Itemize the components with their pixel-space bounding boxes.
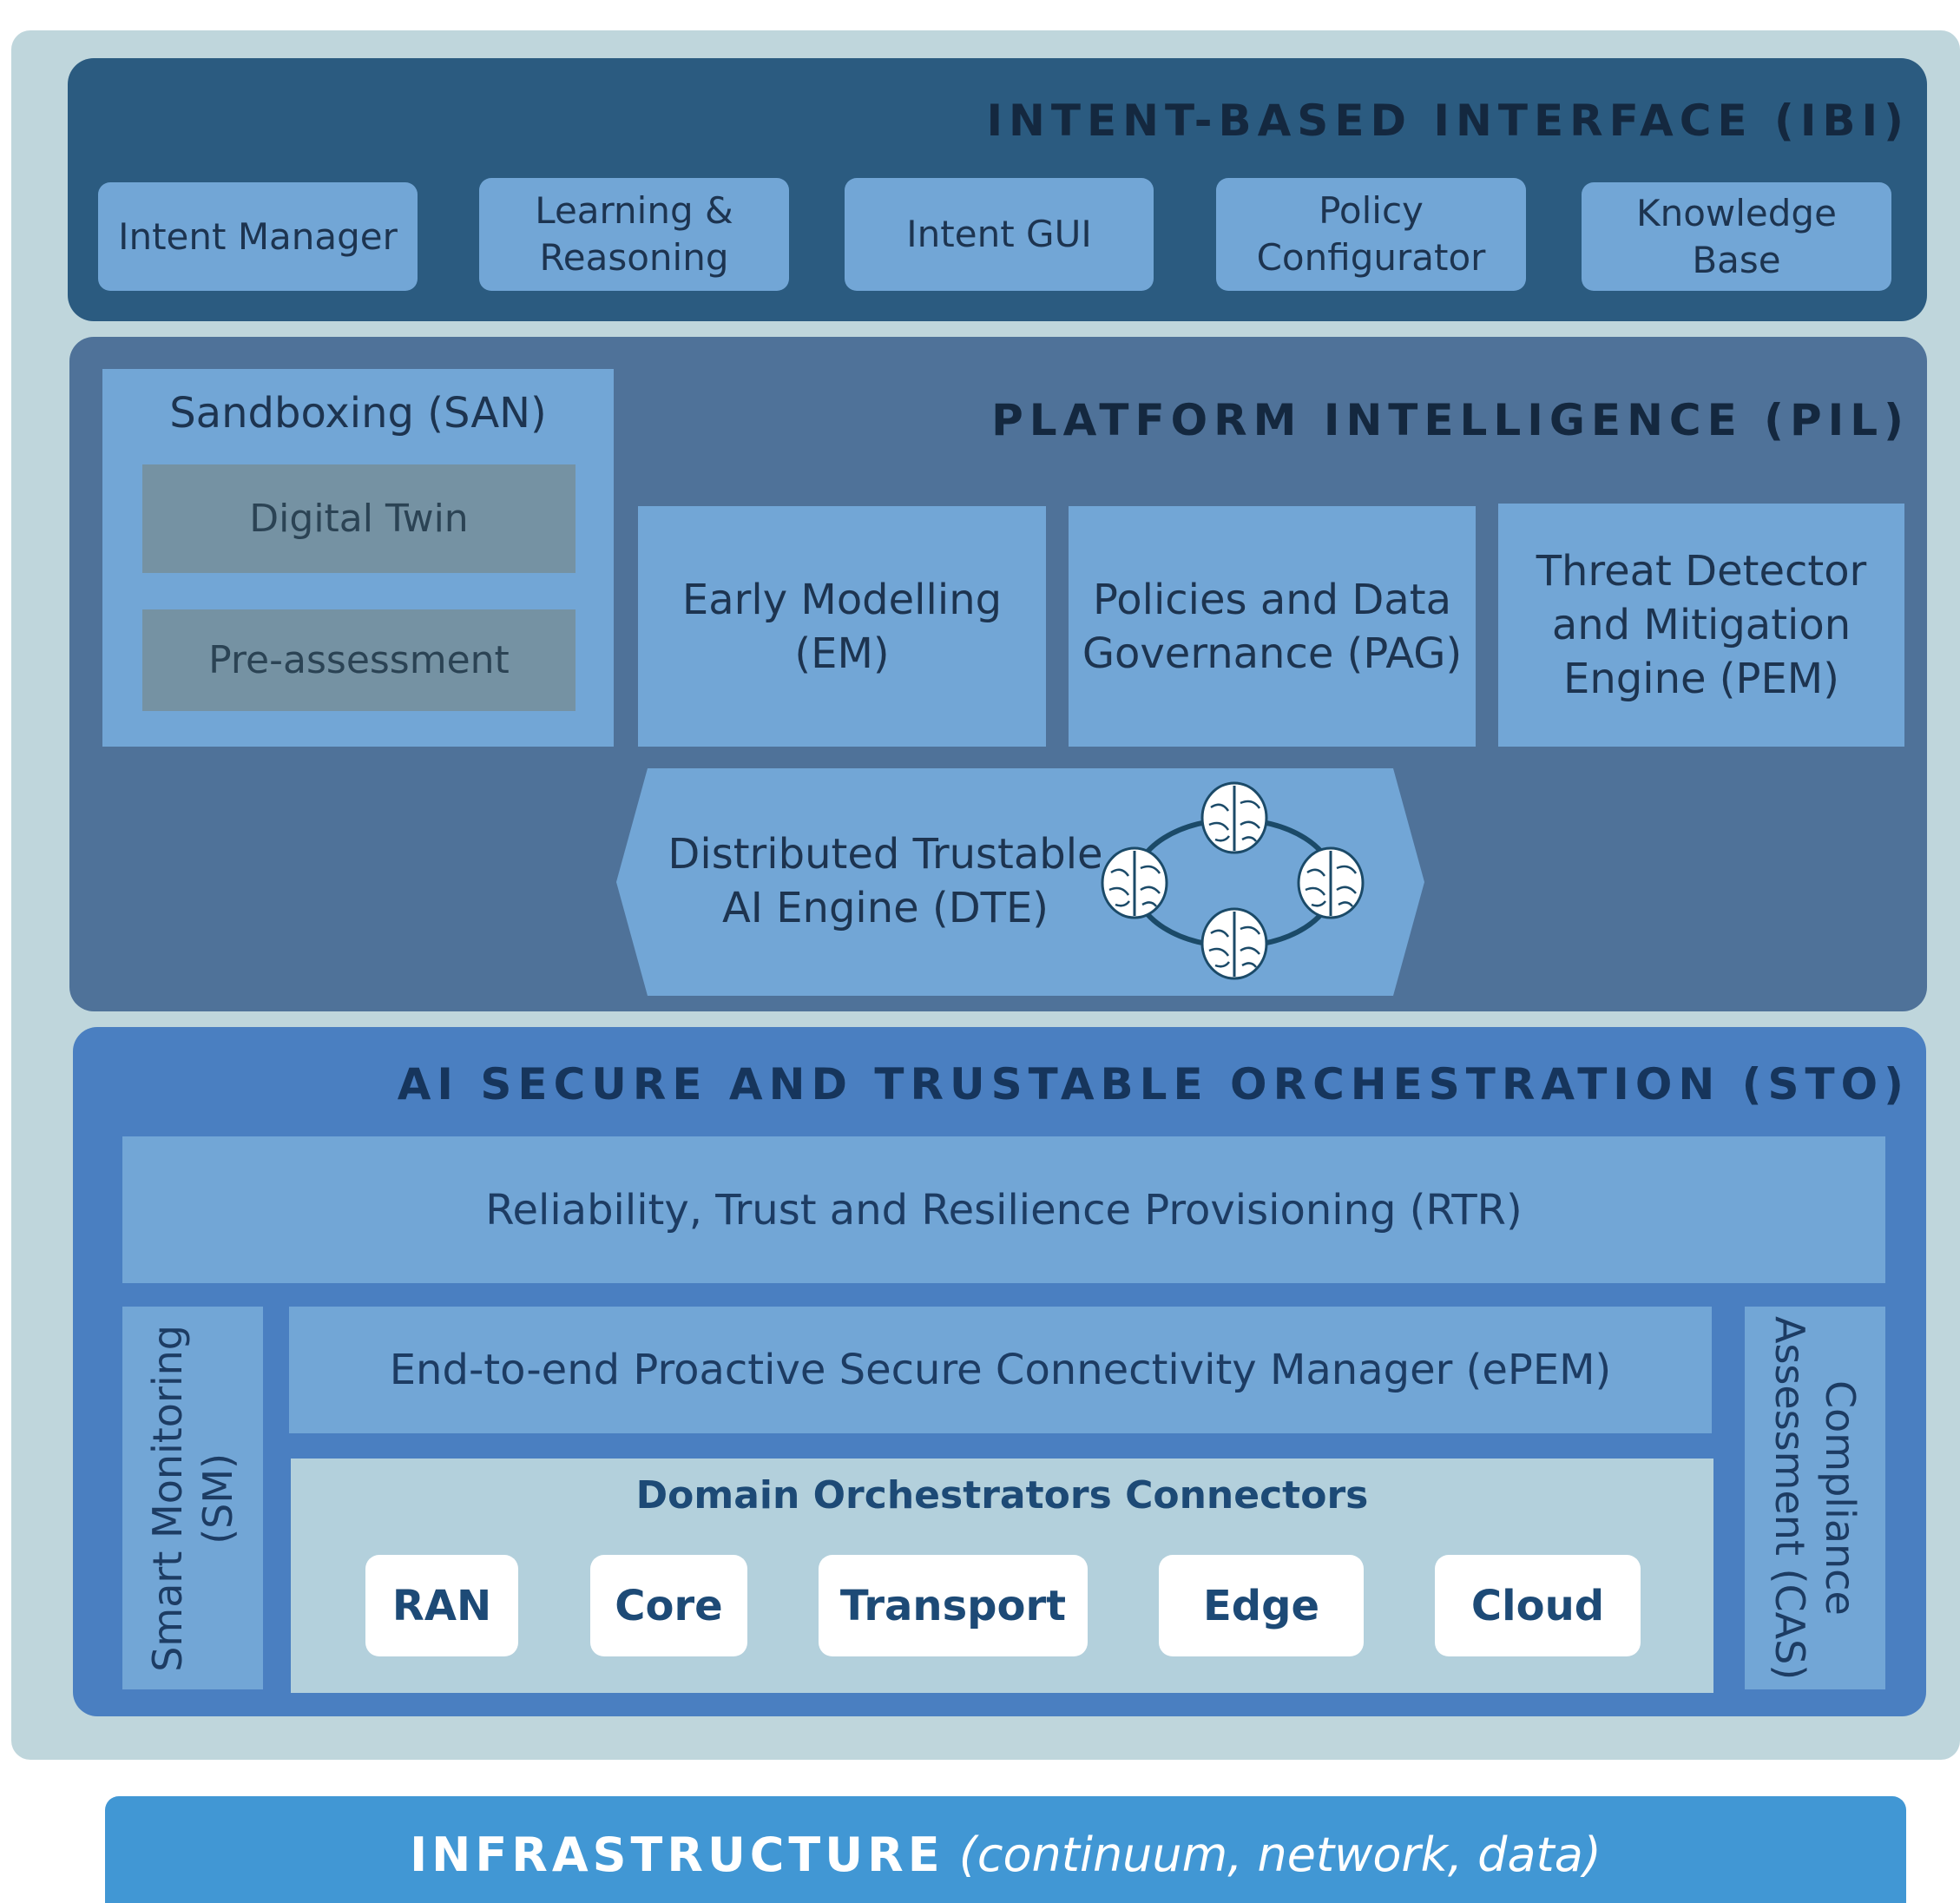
connector-edge: Edge [1159, 1555, 1364, 1656]
policy-configurator-label: Policy Configurator [1256, 189, 1486, 279]
digital-twin-box: Digital Twin [142, 464, 576, 573]
brain-icon [1200, 907, 1268, 980]
policies-data-governance-box: Policies and Data Governance (PAG) [1069, 506, 1476, 747]
pil-title: PLATFORM INTELLIGENCE (PIL) [991, 395, 1910, 445]
connector-ran: RAN [365, 1555, 518, 1656]
epem-label: End-to-end Proactive Secure Connectivity… [389, 1346, 1612, 1394]
connector-core: Core [590, 1555, 747, 1656]
brain-icon [1200, 781, 1268, 854]
infrastructure-sublabel: (continuum, network, data) [958, 1827, 1602, 1882]
connector-core-label: Core [615, 1581, 723, 1630]
intent-gui-label: Intent GUI [906, 213, 1092, 255]
threat-detector-box: Threat Detector and Mitigation Engine (P… [1498, 504, 1904, 747]
intent-manager-label: Intent Manager [118, 214, 398, 258]
connector-ran-label: RAN [391, 1581, 492, 1630]
pre-assessment-box: Pre-assessment [142, 609, 576, 711]
smart-monitoring-label: Smart Monitoring (SM) [144, 1324, 241, 1672]
brain-icon [1297, 846, 1365, 919]
intent-manager-box: Intent Manager [98, 182, 418, 291]
infrastructure-text: INFRASTRUCTURE (continuum, network, data… [105, 1827, 1906, 1882]
compliance-assessment-label: Compliance Assessment (CAS) [1766, 1315, 1864, 1681]
smart-monitoring-box: Smart Monitoring (SM) [122, 1307, 263, 1689]
connector-cloud-label: Cloud [1470, 1581, 1605, 1630]
connector-transport: Transport [819, 1555, 1088, 1656]
pre-assessment-label: Pre-assessment [208, 638, 510, 682]
connector-transport-label: Transport [839, 1581, 1067, 1630]
threat-detector-label: Threat Detector and Mitigation Engine (P… [1536, 547, 1867, 703]
epem-box: End-to-end Proactive Secure Connectivity… [289, 1307, 1712, 1433]
learning-reasoning-label: Learning & Reasoning [535, 189, 733, 279]
connector-edge-label: Edge [1202, 1581, 1320, 1630]
rtr-label: Reliability, Trust and Resilience Provis… [485, 1185, 1523, 1235]
brain-icon [1101, 846, 1168, 919]
dte-text-wrap: Distributed Trustable AI Engine (DTE) [660, 816, 1111, 946]
digital-twin-label: Digital Twin [249, 497, 469, 541]
knowledge-base-box: Knowledge Base [1582, 182, 1891, 291]
ibi-title: INTENT-BASED INTERFACE (IBI) [986, 95, 1910, 146]
compliance-assessment-box: Compliance Assessment (CAS) [1745, 1307, 1885, 1689]
intent-gui-box: Intent GUI [845, 178, 1154, 291]
early-modelling-box: Early Modelling (EM) [638, 506, 1046, 747]
brain-network-icon [1101, 781, 1365, 980]
infrastructure-bar [105, 1796, 1906, 1903]
domain-connectors-title: Domain Orchestrators Connectors [635, 1473, 1369, 1518]
rtr-box: Reliability, Trust and Resilience Provis… [122, 1136, 1885, 1283]
connector-cloud: Cloud [1435, 1555, 1641, 1656]
knowledge-base-label: Knowledge Base [1636, 191, 1837, 281]
policies-data-governance-label: Policies and Data Governance (PAG) [1082, 575, 1463, 678]
policy-configurator-box: Policy Configurator [1216, 178, 1526, 291]
early-modelling-label: Early Modelling (EM) [681, 575, 1003, 678]
infrastructure-label: INFRASTRUCTURE [410, 1827, 944, 1882]
learning-reasoning-box: Learning & Reasoning [479, 178, 789, 291]
dte-label: Distributed Trustable AI Engine (DTE) [668, 830, 1103, 932]
sto-title: AI SECURE AND TRUSTABLE ORCHESTRATION (S… [397, 1059, 1910, 1110]
sandboxing-title: Sandboxing (SAN) [169, 389, 547, 438]
